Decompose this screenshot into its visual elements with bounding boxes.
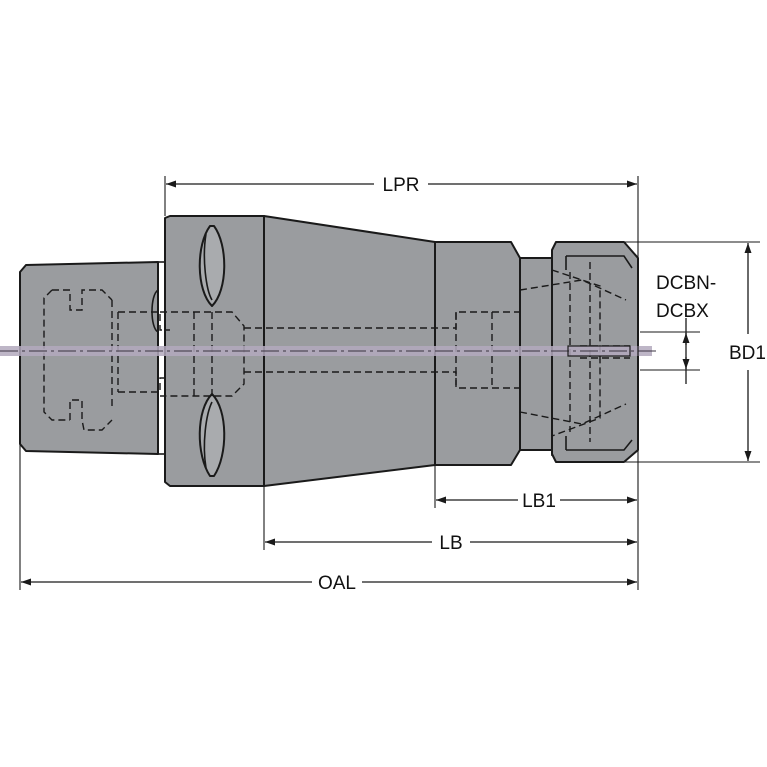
- label-lb1: LB1: [522, 491, 556, 512]
- bore-slot: [567, 345, 631, 357]
- label-lb: LB: [439, 533, 462, 554]
- drive-slot-lower: [198, 393, 226, 477]
- dimension-labels: LPR DCBN- DCBX BD1 LB1 LB OAL: [318, 175, 766, 594]
- dimension-lines: [19, 176, 760, 590]
- label-dcbn: DCBN-: [656, 273, 716, 294]
- centerline: [0, 345, 660, 357]
- label-bd1: BD1: [729, 343, 766, 364]
- label-lpr: LPR: [383, 175, 420, 196]
- drive-slots: [198, 225, 226, 477]
- shank: [19, 261, 159, 455]
- label-oal: OAL: [318, 573, 356, 594]
- drive-slot-upper: [198, 225, 226, 307]
- label-dcbx: DCBX: [656, 301, 709, 322]
